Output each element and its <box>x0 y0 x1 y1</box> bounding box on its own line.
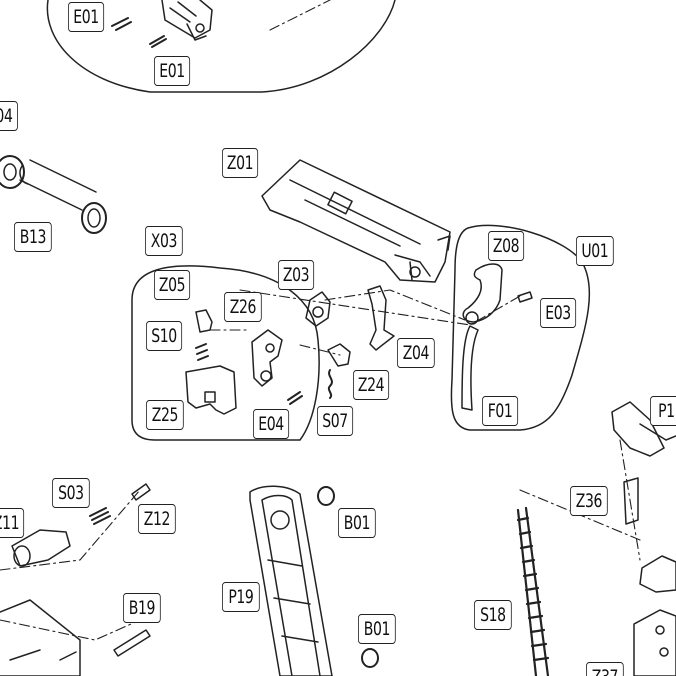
sear-parts <box>305 285 395 399</box>
part-label-x03: X03 <box>145 226 183 256</box>
part-label-z11: Z11 <box>0 508 25 538</box>
grip-panel-p19 <box>249 485 333 676</box>
part-label-b19: B19 <box>123 593 161 623</box>
part-label-z26: Z26 <box>224 292 262 322</box>
top-mechanism <box>111 0 213 48</box>
part-label-z24: Z24 <box>353 370 390 400</box>
part-label-z05: Z05 <box>154 270 191 300</box>
part-label-b01: B01 <box>358 614 396 644</box>
part-label-z03: Z03 <box>278 260 315 290</box>
left-lower-parts <box>0 483 151 676</box>
assembly-lines <box>0 0 641 641</box>
part-label-b04: 04 <box>0 101 18 131</box>
part-label-e04: E04 <box>253 409 290 439</box>
part-label-f01: F01 <box>482 396 519 426</box>
part-label-z12: Z12 <box>138 504 176 534</box>
right-side-parts <box>611 401 676 676</box>
part-label-z04: Z04 <box>397 338 435 368</box>
part-label-z01: Z01 <box>222 148 259 178</box>
part-label-z08: Z08 <box>488 231 525 261</box>
trigger-u01 <box>461 263 533 411</box>
part-label-s10: S10 <box>146 321 183 351</box>
trigger-group-parts <box>185 309 303 415</box>
part-label-e03: E03 <box>540 298 577 328</box>
group-outline-u01 <box>450 224 591 431</box>
part-label-z37: Z37 <box>586 662 624 676</box>
part-label-z25: Z25 <box>146 400 184 430</box>
part-label-z36: Z36 <box>570 486 608 516</box>
frame-z01 <box>261 159 451 283</box>
spring-s18 <box>516 506 550 676</box>
part-label-u01: U01 <box>576 236 614 266</box>
screws-b01 <box>317 486 379 668</box>
pin-b13 <box>0 155 107 234</box>
part-label-e01: E01 <box>68 2 105 32</box>
group-outline-e01 <box>46 0 396 93</box>
part-label-p1: P1 <box>650 396 676 426</box>
part-label-b13: B13 <box>14 222 52 252</box>
part-label-s03: S03 <box>52 478 90 508</box>
part-label-s18: S18 <box>474 600 512 630</box>
part-label-s07: S07 <box>317 406 354 436</box>
part-label-e01: E01 <box>154 56 191 86</box>
group-outline-x03 <box>131 265 320 441</box>
part-label-p19: P19 <box>222 582 260 612</box>
part-label-b01: B01 <box>338 508 376 538</box>
